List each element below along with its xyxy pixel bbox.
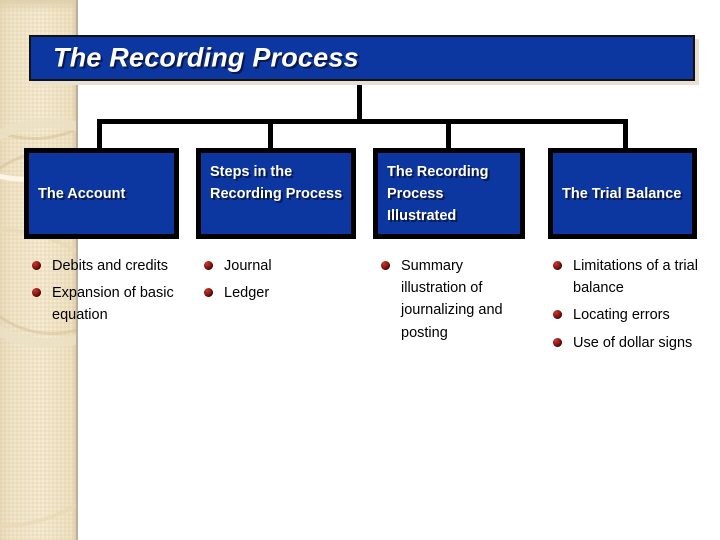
list-item-label: Expansion of basic equation bbox=[52, 285, 174, 324]
list-item[interactable]: Summary illustration of journalizing and… bbox=[379, 255, 525, 344]
bullet-list-steps-in-the-recording-process: Journal Ledger bbox=[202, 255, 362, 309]
column-header-steps-in-the-recording-process[interactable]: Steps in the Recording Process bbox=[196, 148, 356, 239]
connector-drop-4 bbox=[623, 119, 628, 150]
list-item[interactable]: Debits and credits bbox=[30, 255, 185, 277]
page-title: The Recording Process bbox=[53, 42, 359, 73]
connector-stem-vertical bbox=[357, 85, 362, 121]
list-item[interactable]: Limitations of a trial balance bbox=[551, 255, 699, 299]
connector-drop-2 bbox=[268, 119, 273, 150]
column-header-the-recording-process-illustrated[interactable]: The Recording Process Illustrated bbox=[373, 148, 525, 239]
bullet-icon bbox=[204, 261, 213, 270]
bullet-list-the-recording-process-illustrated: Summary illustration of journalizing and… bbox=[379, 255, 525, 349]
connector-horizontal-bar bbox=[97, 119, 628, 124]
bullet-icon bbox=[553, 337, 562, 347]
list-item-label: Debits and credits bbox=[52, 258, 169, 274]
column-header-the-account[interactable]: The Account bbox=[24, 148, 179, 239]
bullet-icon bbox=[32, 288, 41, 298]
list-item-label: Journal bbox=[224, 258, 272, 274]
list-item[interactable]: Journal bbox=[202, 255, 362, 277]
bullet-icon bbox=[204, 288, 213, 298]
list-item[interactable]: Ledger bbox=[202, 282, 362, 304]
column-header-label: The Recording Process Illustrated bbox=[387, 164, 489, 225]
bullet-icon bbox=[553, 310, 562, 320]
column-header-label: The Trial Balance bbox=[562, 185, 682, 202]
bullet-icon bbox=[32, 261, 41, 270]
column-header-label: The Account bbox=[38, 185, 126, 202]
decorative-side-band bbox=[0, 0, 78, 540]
list-item-label: Use of dollar signs bbox=[573, 334, 693, 351]
connector-drop-1 bbox=[97, 119, 102, 150]
connector-drop-3 bbox=[446, 119, 451, 150]
bullet-list-the-account: Debits and credits Expansion of basic eq… bbox=[30, 255, 185, 332]
list-item-label: Limitations of a trial balance bbox=[573, 258, 698, 297]
list-item-label: Locating errors bbox=[573, 307, 670, 324]
list-item[interactable]: Use of dollar signs bbox=[551, 332, 699, 354]
column-header-label: Steps in the Recording Process bbox=[210, 164, 343, 203]
bullet-list-the-trial-balance: Limitations of a trial balance Locating … bbox=[551, 255, 699, 359]
list-item-label: Ledger bbox=[224, 285, 270, 302]
band-edge-line bbox=[76, 0, 78, 540]
list-item-label: Summary illustration of journalizing and… bbox=[401, 258, 503, 341]
column-header-the-trial-balance[interactable]: The Trial Balance bbox=[548, 148, 697, 239]
bullet-icon bbox=[553, 261, 562, 270]
list-item[interactable]: Locating errors bbox=[551, 304, 699, 326]
bullet-icon bbox=[381, 261, 390, 270]
list-item[interactable]: Expansion of basic equation bbox=[30, 282, 185, 326]
title-bar: The Recording Process bbox=[29, 35, 695, 81]
